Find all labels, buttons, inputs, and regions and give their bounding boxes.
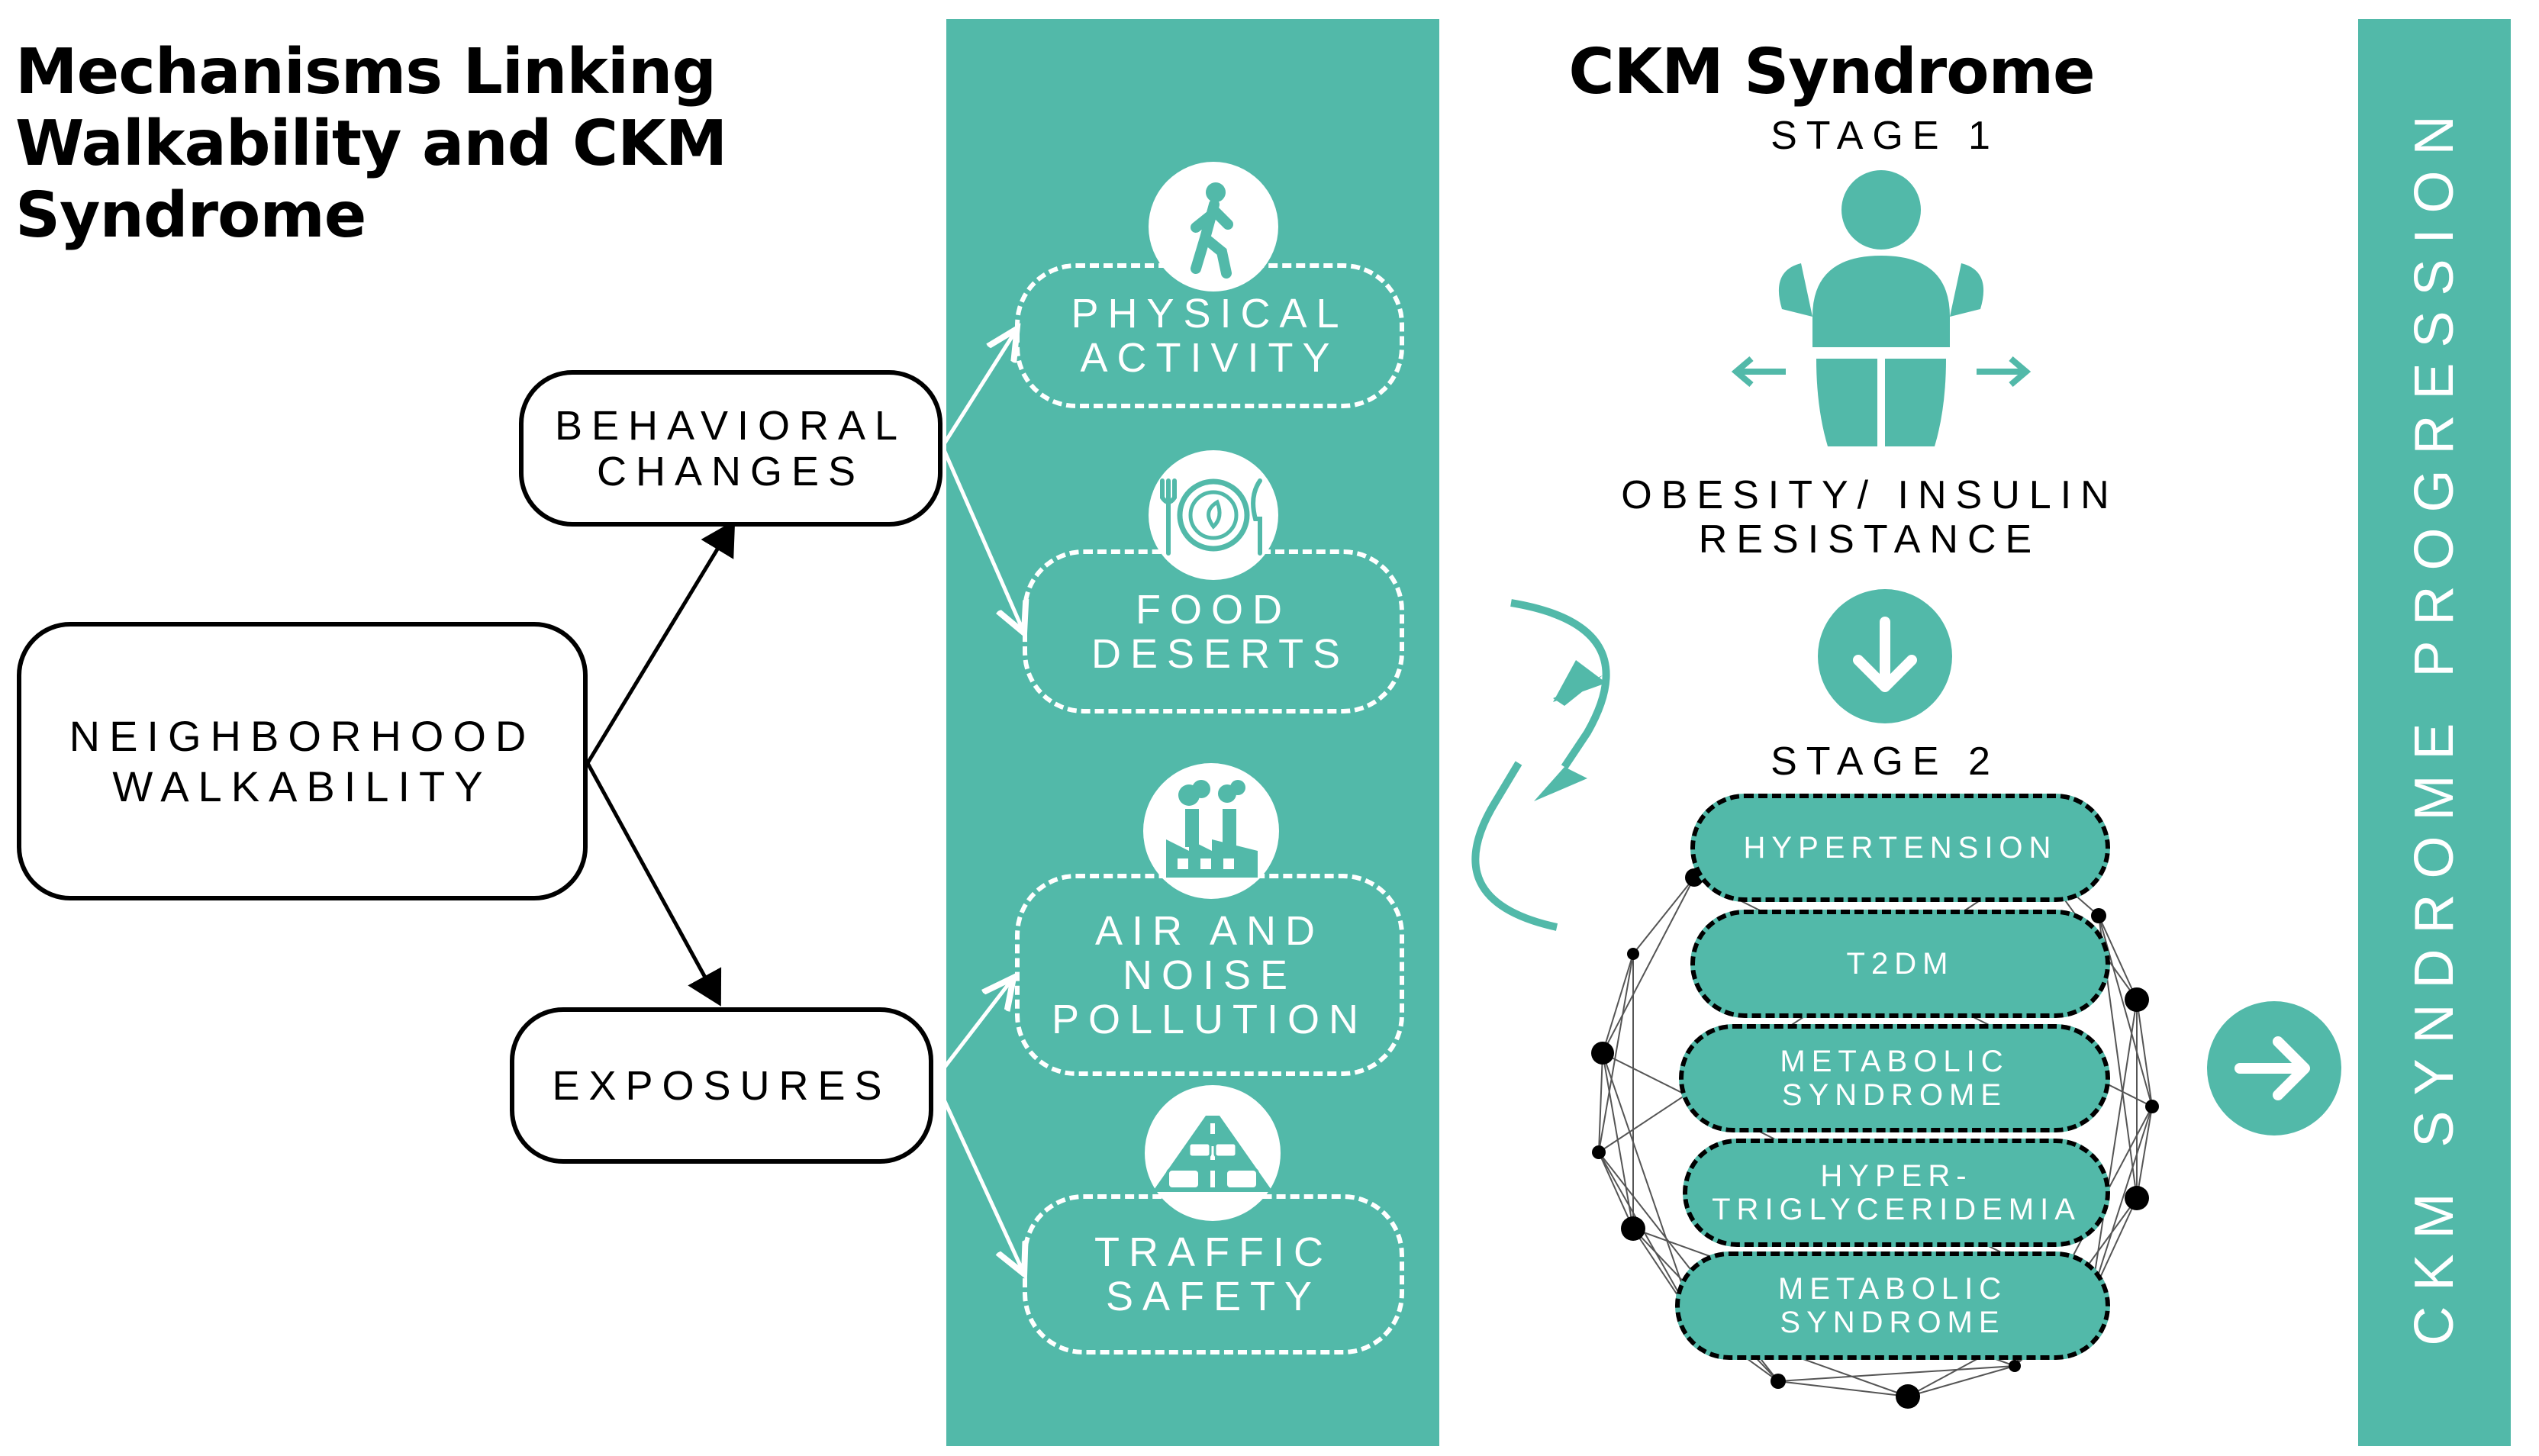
stage2-item-metabolic-syndrome: METABOLIC SYNDROME [1679, 1024, 2110, 1132]
arrow-to-air-noise [933, 981, 1011, 1081]
stage2-item-hypertriglyceridemia: HYPER-TRIGLYCERIDEMIA [1683, 1139, 2110, 1247]
arrow-to-food-deserts [940, 445, 1023, 630]
right-arrow-icon [2207, 1001, 2341, 1135]
page-title: Mechanisms Linking Walkability and CKM S… [15, 36, 727, 252]
air-noise-pollution-pill: AIR AND NOISE POLLUTION [1015, 874, 1404, 1076]
behavioral-changes-node: BEHAVIORAL CHANGES [519, 370, 942, 527]
stage2-label: STAGE 2 [1771, 739, 1999, 784]
body-figure-icon [1731, 170, 2032, 446]
down-arrow-icon [1818, 589, 1952, 723]
exposures-node: EXPOSURES [510, 1007, 933, 1164]
progression-panel [2358, 19, 2511, 1446]
arrow-to-behavioral [585, 520, 736, 765]
arrow-to-exposures [585, 762, 722, 1007]
stage2-item-metabolic-syndrome-2: METABOLIC SYNDROME [1675, 1251, 2110, 1360]
neighborhood-walkability-node: NEIGHBORHOOD WALKABILITY [17, 622, 588, 900]
stage2-item-hypertension: HYPERTENSION [1690, 794, 2110, 902]
traffic-safety-pill: TRAFFIC SAFETY [1023, 1194, 1404, 1355]
cycle-arrows-icon [1471, 599, 1610, 931]
traffic-icon [1145, 1085, 1281, 1221]
ckm-title: CKM Syndrome [1568, 36, 2095, 108]
plate-utensils-icon [1149, 450, 1278, 580]
factory-icon [1143, 763, 1279, 899]
stage2-item-t2dm: T2DM [1690, 910, 2110, 1018]
stage1-label: STAGE 1 [1771, 114, 1999, 158]
walking-person-icon [1149, 162, 1278, 292]
arrow-to-physical-activity [940, 332, 1015, 448]
arrow-to-traffic-safety [933, 1078, 1023, 1271]
stage1-description: OBESITY/ INSULIN RESISTANCE [1621, 473, 2119, 562]
